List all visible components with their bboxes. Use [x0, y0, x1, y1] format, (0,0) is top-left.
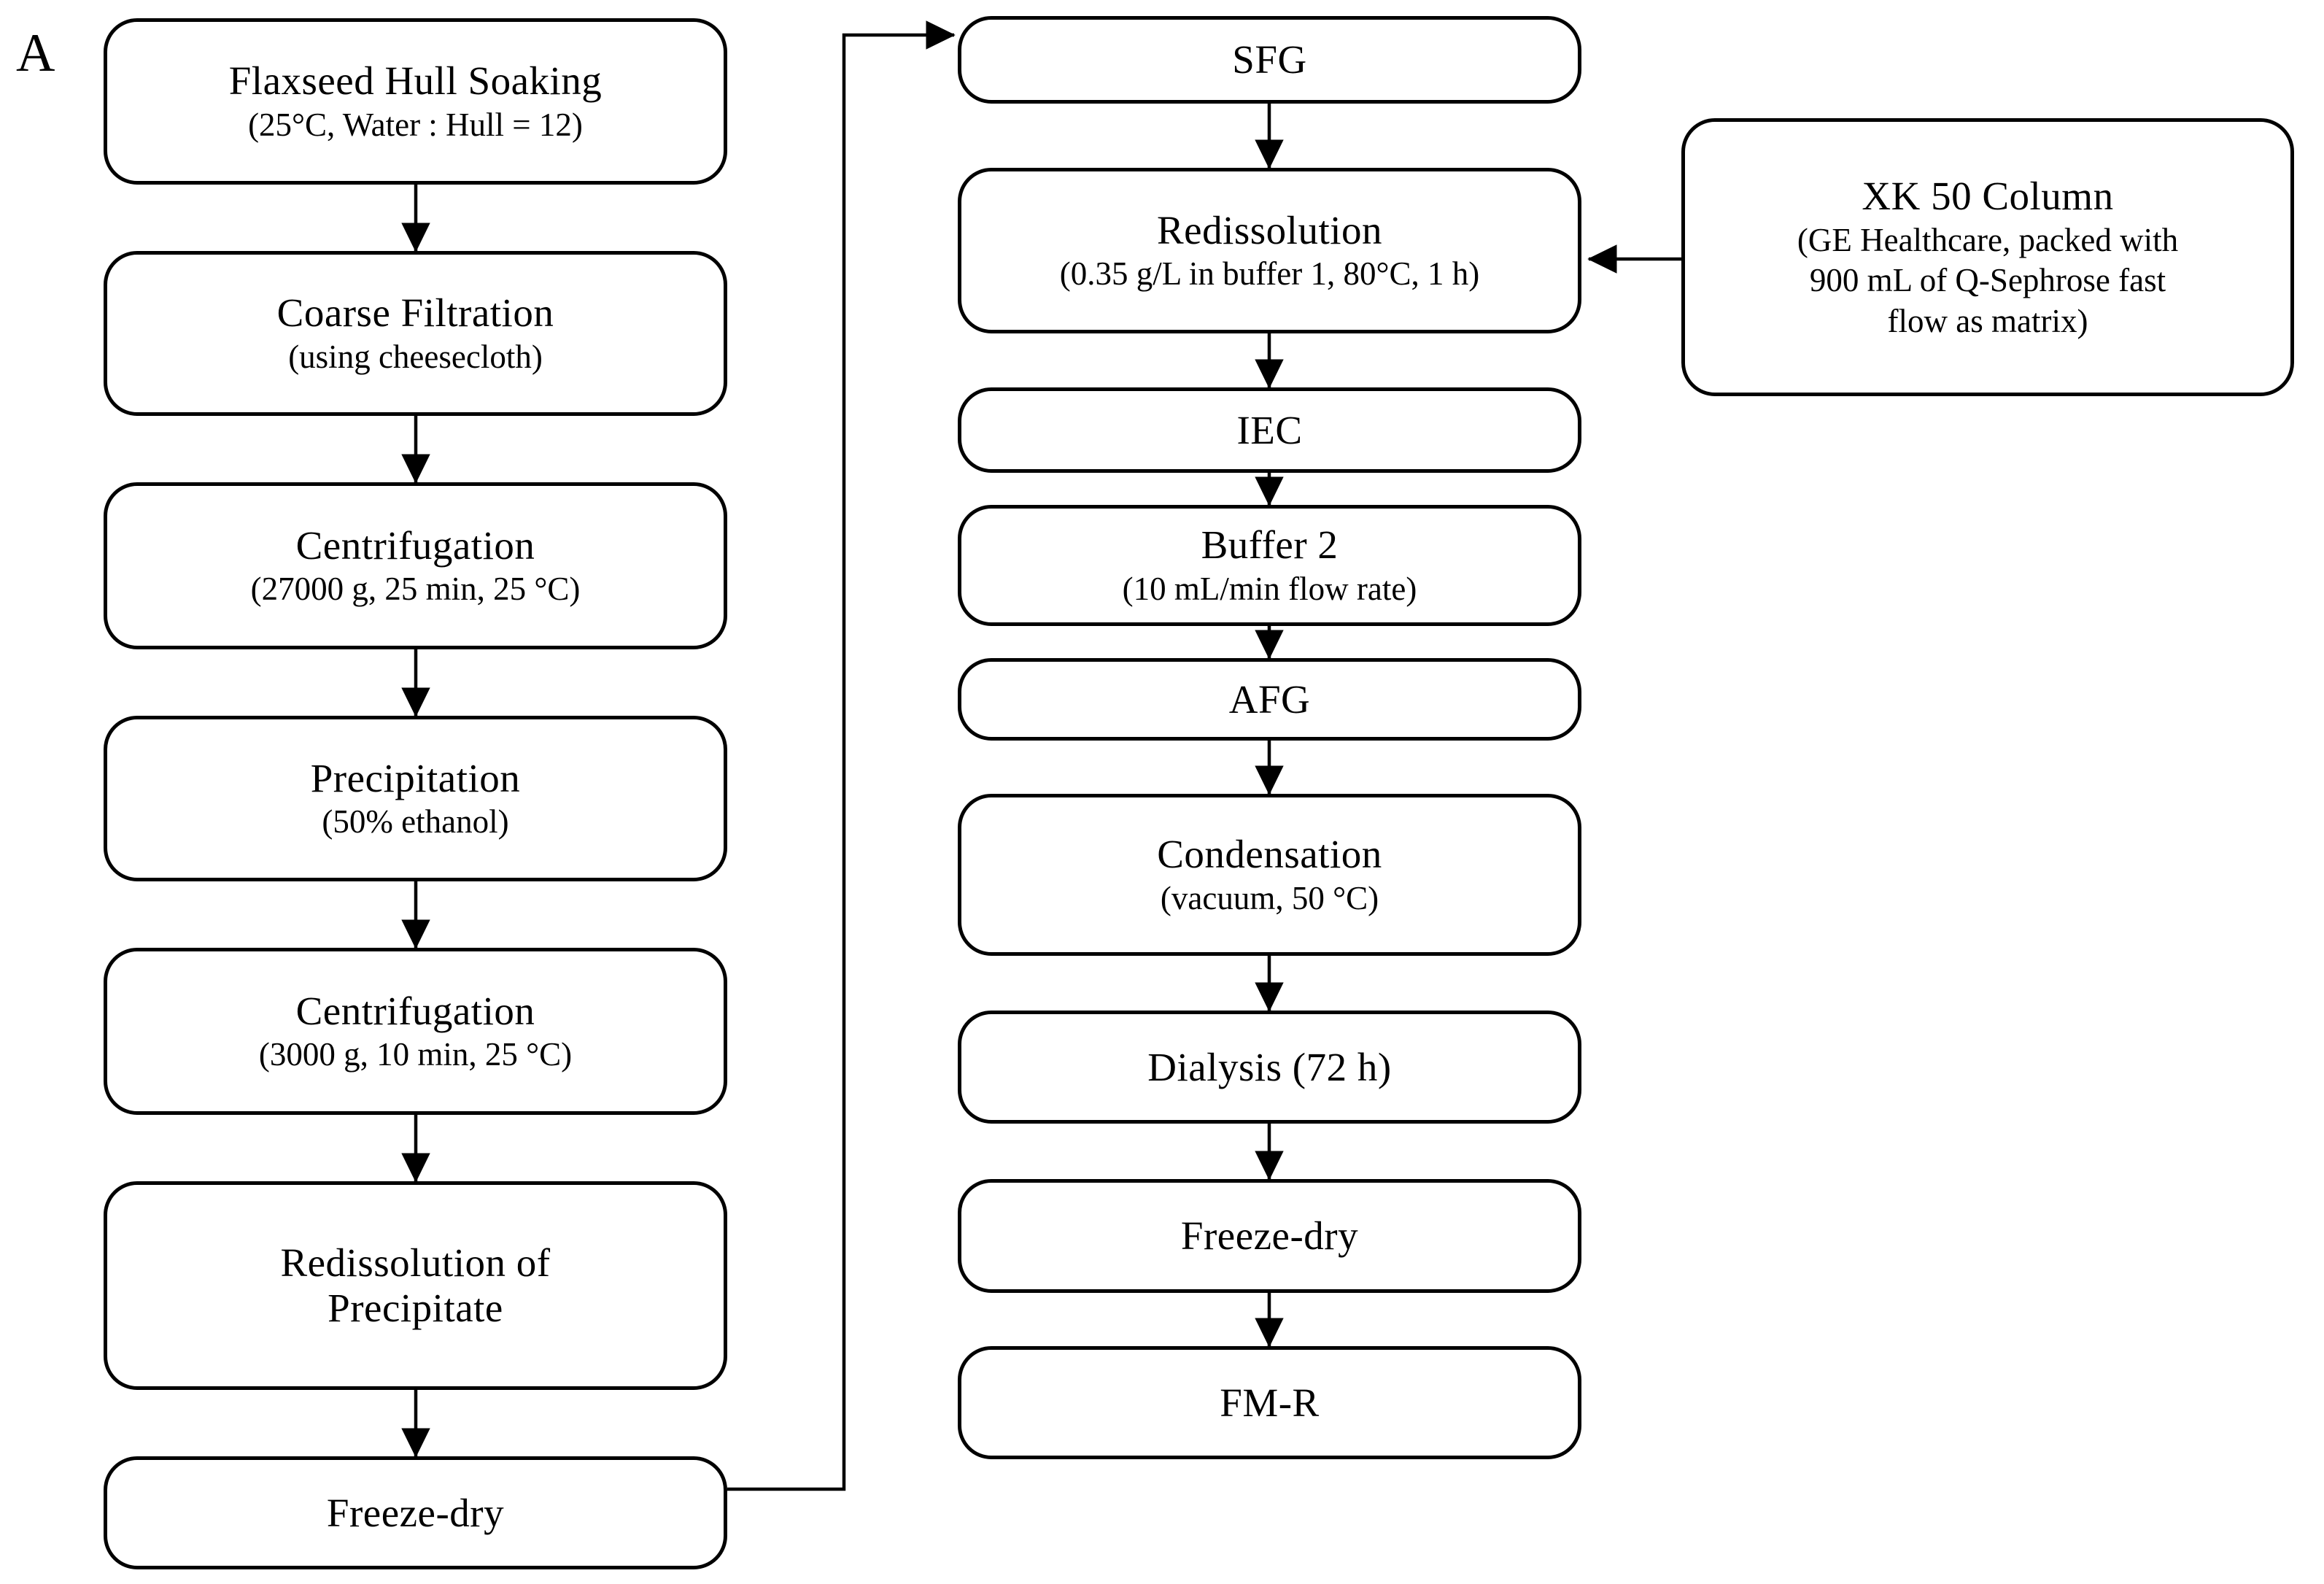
node-iec[interactable]: IEC — [958, 387, 1581, 473]
node-precipitation[interactable]: Precipitation (50% ethanol) — [104, 716, 727, 881]
node-buffer-2[interactable]: Buffer 2 (10 mL/min flow rate) — [958, 505, 1581, 626]
node-title: Redissolution — [1156, 207, 1383, 252]
node-redissolution[interactable]: Redissolution (0.35 g/L in buffer 1, 80°… — [958, 168, 1581, 333]
node-flaxseed-hull-soaking[interactable]: Flaxseed Hull Soaking (25°C, Water : Hul… — [104, 18, 727, 185]
node-title: Dialysis (72 h) — [1147, 1044, 1392, 1089]
node-subtitle: (10 mL/min flow rate) — [1122, 570, 1417, 607]
node-title: FM-R — [1220, 1380, 1320, 1425]
node-centrifugation-27000g[interactable]: Centrifugation (27000 g, 25 min, 25 °C) — [104, 482, 727, 649]
node-freeze-dry-left[interactable]: Freeze-dry — [104, 1456, 727, 1569]
node-dialysis[interactable]: Dialysis (72 h) — [958, 1011, 1581, 1124]
node-subtitle: (25°C, Water : Hull = 12) — [248, 106, 583, 143]
node-title: Coarse Filtration — [276, 290, 554, 336]
node-subtitle: (3000 g, 10 min, 25 °C) — [258, 1036, 573, 1073]
node-title: Precipitation — [310, 755, 521, 800]
node-subtitle: (0.35 g/L in buffer 1, 80°C, 1 h) — [1059, 255, 1480, 293]
node-title: SFG — [1232, 37, 1307, 82]
node-centrifugation-3000g[interactable]: Centrifugation (3000 g, 10 min, 25 °C) — [104, 948, 727, 1115]
node-subtitle-line-3: flow as matrix) — [1887, 303, 2088, 340]
node-redissolution-of-precipitate[interactable]: Redissolution of Precipitate — [104, 1181, 727, 1390]
node-condensation[interactable]: Condensation (vacuum, 50 °C) — [958, 794, 1581, 956]
panel-label-a: A — [16, 23, 55, 83]
node-title: Buffer 2 — [1201, 522, 1339, 568]
node-freeze-dry-middle[interactable]: Freeze-dry — [958, 1179, 1581, 1293]
node-subtitle-line-1: (GE Healthcare, packed with — [1797, 221, 2179, 258]
node-coarse-filtration[interactable]: Coarse Filtration (using cheesecloth) — [104, 251, 727, 416]
arrow-freezedry-to-sfg — [727, 20, 956, 1491]
node-title: XK 50 Column — [1862, 174, 2114, 219]
node-sfg[interactable]: SFG — [958, 16, 1581, 104]
node-title: Freeze-dry — [326, 1490, 505, 1535]
node-subtitle: (using cheesecloth) — [288, 338, 543, 375]
node-title: Flaxseed Hull Soaking — [228, 58, 603, 104]
node-xk-50-column[interactable]: XK 50 Column (GE Healthcare, packed with… — [1681, 118, 2294, 396]
node-title: IEC — [1236, 407, 1303, 452]
node-title: Redissolution of Precipitate — [280, 1240, 551, 1330]
node-subtitle-line-2: 900 mL of Q-Sephrose fast — [1809, 262, 2166, 299]
node-subtitle: (27000 g, 25 min, 25 °C) — [250, 571, 581, 608]
node-title: Centrifugation — [295, 522, 535, 568]
node-title: Freeze-dry — [1180, 1213, 1359, 1259]
node-title: Centrifugation — [295, 988, 535, 1033]
node-afg[interactable]: AFG — [958, 658, 1581, 741]
node-subtitle: (vacuum, 50 °C) — [1160, 879, 1379, 916]
node-title: Condensation — [1157, 832, 1382, 877]
node-subtitle: (50% ethanol) — [322, 803, 509, 841]
node-title: AFG — [1228, 676, 1311, 722]
node-fm-r[interactable]: FM-R — [958, 1346, 1581, 1459]
